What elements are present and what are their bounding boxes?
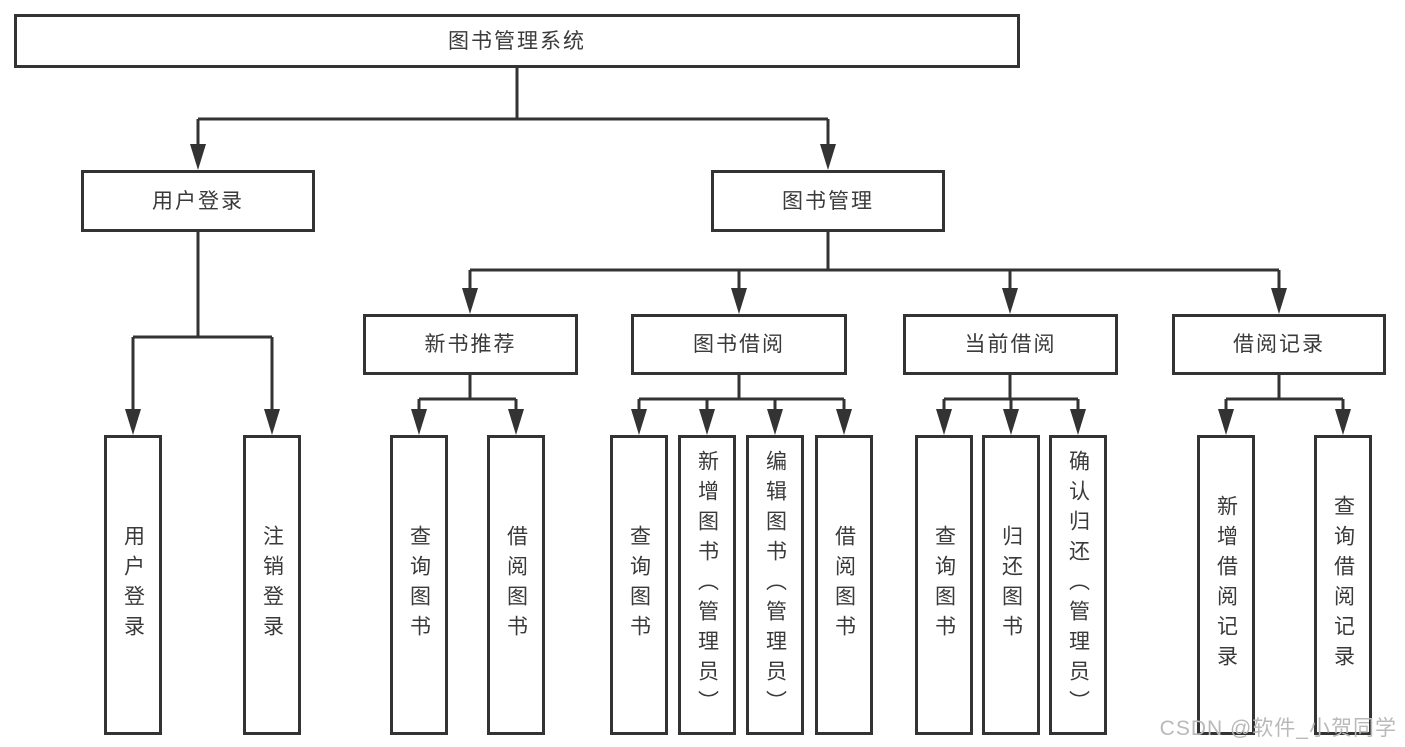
arrowhead-icon xyxy=(508,409,524,435)
arrowhead-icon xyxy=(820,144,836,170)
leaf-borrow-add-books-admin: 新增图书（管理员） xyxy=(678,435,736,735)
arrowhead-icon xyxy=(1002,288,1018,314)
arrowhead-icon xyxy=(1003,409,1019,435)
leaf-recommend-borrow-books: 借阅图书 xyxy=(487,435,545,735)
arrowhead-icon xyxy=(1335,409,1351,435)
node-user-login: 用户登录 xyxy=(81,170,315,232)
leaf-current-return-books: 归还图书 xyxy=(982,435,1040,735)
node-book-management: 图书管理 xyxy=(711,170,945,232)
leaf-records-add-record: 新增借阅记录 xyxy=(1197,435,1255,735)
leaf-borrow-edit-books-admin: 编辑图书（管理员） xyxy=(746,435,804,735)
arrowhead-icon xyxy=(1218,409,1234,435)
leaf-borrow-query-books: 查询图书 xyxy=(610,435,668,735)
arrowhead-icon xyxy=(190,144,206,170)
arrowhead-icon xyxy=(731,288,747,314)
leaf-current-query-books: 查询图书 xyxy=(915,435,973,735)
leaf-logout: 注销登录 xyxy=(243,435,301,735)
arrowhead-icon xyxy=(836,409,852,435)
node-library-system: 图书管理系统 xyxy=(14,14,1020,68)
arrowhead-icon xyxy=(767,409,783,435)
arrowhead-icon xyxy=(462,288,478,314)
arrowhead-icon xyxy=(1070,409,1086,435)
leaf-records-query-record: 查询借阅记录 xyxy=(1314,435,1372,735)
arrowhead-icon xyxy=(264,409,280,435)
watermark: CSDN @软件_小贺同学 xyxy=(1159,717,1397,740)
node-borrowing-records: 借阅记录 xyxy=(1172,314,1386,375)
node-book-borrowing: 图书借阅 xyxy=(631,314,847,375)
leaf-recommend-query-books: 查询图书 xyxy=(390,435,448,735)
leaf-user-login: 用户登录 xyxy=(104,435,162,735)
arrowhead-icon xyxy=(631,409,647,435)
arrowhead-icon xyxy=(1271,288,1287,314)
node-new-book-recommend: 新书推荐 xyxy=(363,314,578,375)
arrowhead-icon xyxy=(411,409,427,435)
arrowhead-icon xyxy=(699,409,715,435)
arrowhead-icon xyxy=(936,409,952,435)
node-current-borrowing: 当前借阅 xyxy=(903,314,1118,375)
leaf-borrow-borrow-books: 借阅图书 xyxy=(815,435,873,735)
leaf-current-confirm-return-admin: 确认归还（管理员） xyxy=(1049,435,1107,735)
arrowhead-icon xyxy=(125,409,141,435)
connector-paths xyxy=(131,68,1345,411)
